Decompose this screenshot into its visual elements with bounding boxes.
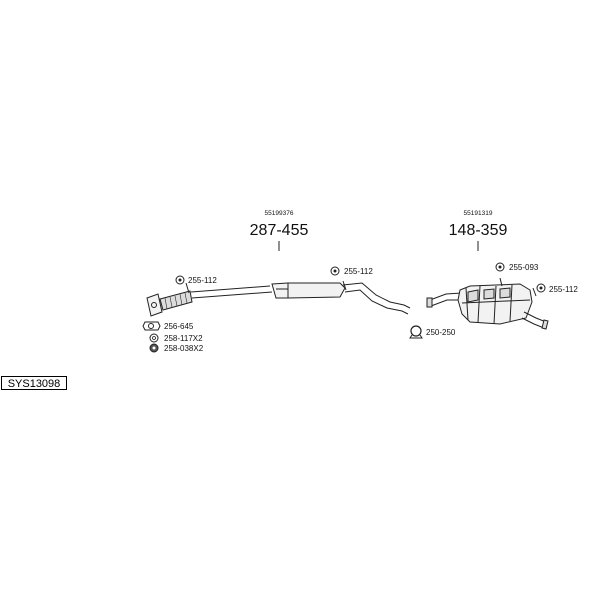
- fitting-255-112-front[interactable]: 255-112: [175, 275, 217, 285]
- fitting-255-093[interactable]: 255-093: [495, 262, 539, 272]
- fitting-label: 255-112: [344, 267, 373, 276]
- center-outlet-pipe[interactable]: [342, 280, 411, 315]
- tail-pipe[interactable]: [521, 311, 549, 330]
- fitting-label: 258-117X2: [164, 334, 203, 343]
- fitting-label: 255-093: [509, 263, 539, 272]
- fitting-255-112-rear[interactable]: 255-112: [536, 283, 578, 294]
- part-number-1[interactable]: 287-455: [250, 222, 309, 239]
- fitting-256-645[interactable]: 256-645: [142, 321, 194, 331]
- oem-number-1: 55199376: [265, 210, 294, 217]
- part-number-2[interactable]: 148-359: [449, 222, 508, 239]
- rear-muffler[interactable]: [457, 277, 537, 325]
- fitting-258-038X2[interactable]: 258-038X2: [149, 343, 204, 353]
- fitting-250-250[interactable]: 250-250: [409, 325, 456, 339]
- fitting-label: 256-645: [164, 322, 194, 331]
- fitting-258-117X2[interactable]: 258-117X2: [149, 333, 203, 343]
- fitting-label: 258-038X2: [164, 344, 204, 353]
- fitting-label: 250-250: [426, 328, 456, 337]
- fitting-label: 255-112: [188, 276, 217, 285]
- fitting-255-112-middle[interactable]: 255-112: [330, 266, 373, 276]
- oem-number-2: 55191319: [464, 210, 493, 217]
- system-code-box: SYS13098: [1, 376, 67, 390]
- middle-muffler[interactable]: [271, 282, 346, 299]
- flex-pipe[interactable]: [159, 290, 193, 311]
- rear-inlet-pipe[interactable]: [426, 292, 463, 308]
- front-flange[interactable]: [146, 293, 163, 317]
- front-pipe[interactable]: [185, 282, 273, 299]
- fitting-label: 255-112: [549, 285, 578, 294]
